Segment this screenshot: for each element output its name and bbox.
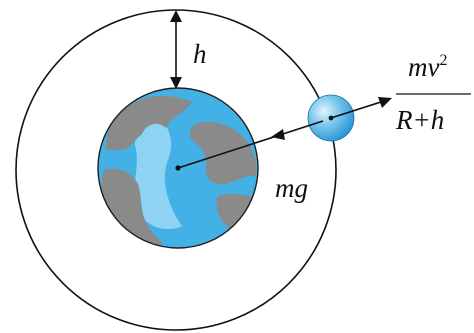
earth-land-northwest [105, 95, 192, 150]
height-arrow [170, 10, 182, 89]
centripetal-force-label: mv2 R+h [395, 52, 471, 135]
earth-outline [97, 87, 259, 249]
earth-ocean-highlight [134, 112, 182, 230]
earth [97, 87, 259, 249]
height-label: h [193, 39, 207, 69]
earth-center-dot [175, 165, 181, 171]
gravity-force-label: mg [275, 173, 308, 203]
fraction-denominator: R+h [395, 105, 444, 135]
numerator-text: mv [408, 52, 439, 82]
fraction-numerator: mv2 [408, 52, 447, 82]
earth-land-south-east [216, 193, 254, 230]
satellite-center-dot [328, 115, 334, 121]
gravity-force-arrow [175, 120, 324, 171]
numerator-exponent: 2 [439, 52, 447, 69]
centripetal-force-arrow [328, 97, 392, 121]
